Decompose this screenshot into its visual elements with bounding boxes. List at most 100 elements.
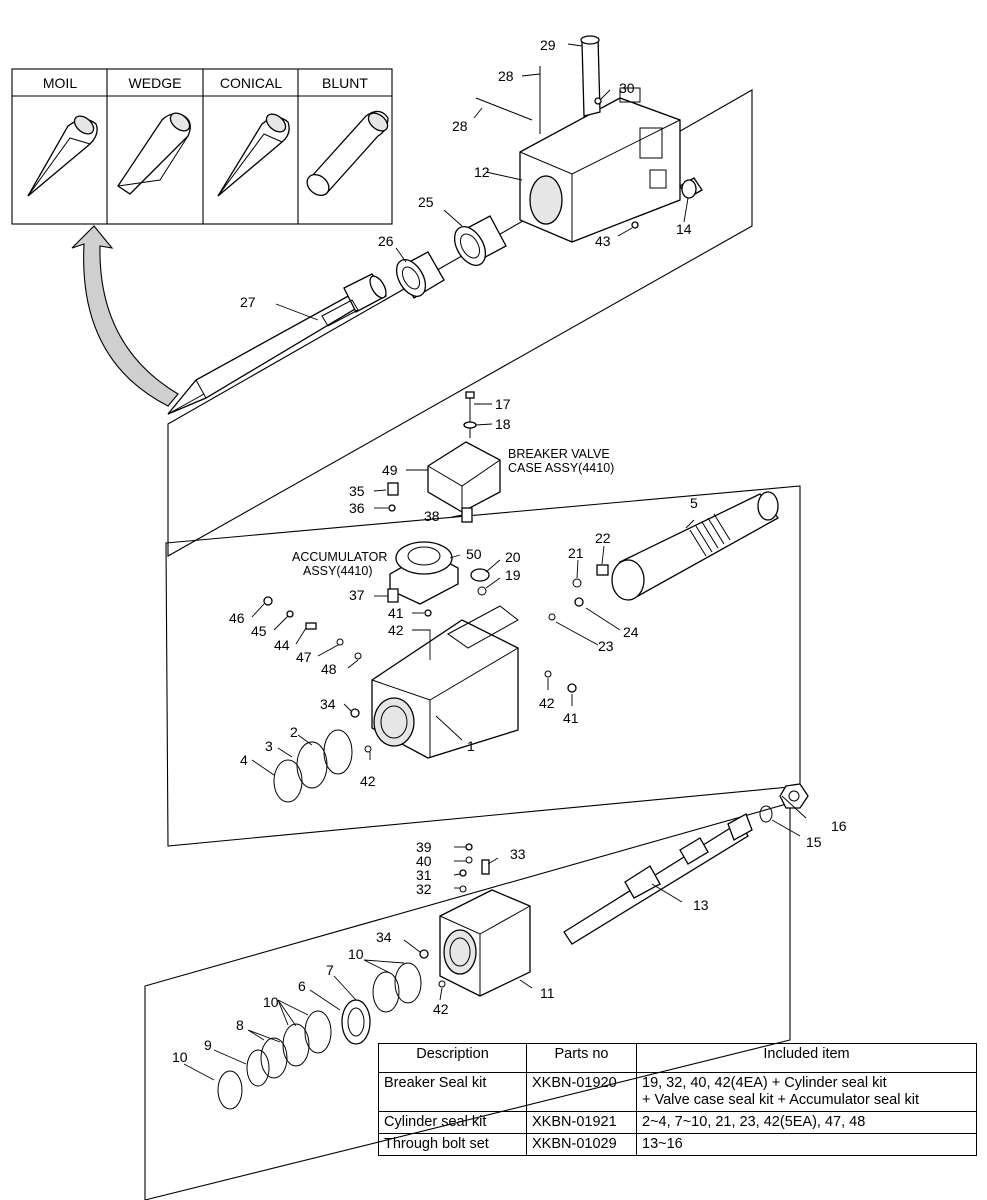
row-parts-no: XKBN-01920 — [526, 1072, 637, 1112]
valve-case-assy-part — [427, 391, 501, 513]
back-head-seals-part — [217, 962, 422, 1110]
row-included-line: + Valve case seal kit + Accumulator seal… — [642, 1092, 919, 1108]
callout-8: 8 — [236, 1017, 244, 1033]
pins-part — [475, 35, 602, 134]
wedge-tip-icon — [117, 112, 191, 195]
header-included-item: Included item — [636, 1043, 977, 1073]
tip-label-moil: MOIL — [43, 75, 77, 91]
callout-17: 17 — [495, 396, 511, 412]
blunt-tip-icon — [306, 110, 389, 196]
callout-4: 4 — [240, 752, 248, 768]
callout-32: 32 — [416, 881, 432, 897]
callout-44: 44 — [274, 637, 290, 653]
row-parts-no: XKBN-01921 — [526, 1111, 637, 1134]
callout-19: 19 — [505, 567, 521, 583]
callout-42c: 42 — [360, 773, 376, 789]
callout-43: 43 — [595, 233, 611, 249]
callout-34a: 34 — [320, 696, 336, 712]
callout-47: 47 — [296, 649, 312, 665]
callout-30: 30 — [619, 80, 635, 96]
front-head-group — [167, 35, 753, 557]
callout-28b: 28 — [452, 118, 468, 134]
moil-tip-icon — [27, 115, 98, 197]
accumulator-assy-part — [389, 541, 459, 605]
callout-38: 38 — [424, 508, 440, 524]
table-row: Breaker Seal kit XKBN-01920 19, 32, 40, … — [378, 1072, 977, 1112]
tip-label-wedge: WEDGE — [129, 75, 182, 91]
tip-arrow-icon — [71, 225, 179, 407]
accumulator-label-line1: ACCUMULATOR — [292, 550, 387, 564]
row-description: Breaker Seal kit — [378, 1072, 527, 1112]
conical-tip-icon — [217, 113, 290, 197]
callout-1: 1 — [467, 738, 475, 754]
callout-3: 3 — [265, 738, 273, 754]
callout-16: 16 — [831, 818, 847, 834]
callout-21: 21 — [568, 545, 584, 561]
leader-lines — [183, 43, 807, 1081]
callout-34b: 34 — [376, 929, 392, 945]
callout-6: 6 — [298, 978, 306, 994]
tip-label-conical: CONICAL — [220, 75, 282, 91]
callout-37: 37 — [349, 587, 365, 603]
callout-46: 46 — [229, 610, 245, 626]
cylinder-seal-rings-part — [273, 729, 353, 803]
row-description: Through bolt set — [378, 1133, 527, 1156]
callout-48: 48 — [321, 661, 337, 677]
table-header-row: Description Parts no Included item — [378, 1043, 977, 1073]
bushing-part — [453, 215, 507, 266]
callout-36: 36 — [349, 500, 365, 516]
row-included: 2~4, 7~10, 21, 23, 42(5EA), 47, 48 — [636, 1111, 977, 1134]
row-included-line: 2~4, 7~10, 21, 23, 42(5EA), 47, 48 — [642, 1114, 866, 1130]
callout-42d: 42 — [433, 1001, 449, 1017]
callout-13: 13 — [693, 897, 709, 913]
part-callouts: 27 26 25 12 28 28 29 30 14 43 17 18 49 3… — [172, 37, 847, 1065]
tip-types-panel: MOIL WEDGE CONICAL BLUNT — [11, 68, 393, 225]
callout-42b: 42 — [539, 695, 555, 711]
callout-5: 5 — [690, 495, 698, 511]
callout-9: 9 — [204, 1037, 212, 1053]
assembly-labels: BREAKER VALVE CASE ASSY(4410) ACCUMULATO… — [292, 447, 614, 578]
callout-20: 20 — [505, 549, 521, 565]
cylinder-group — [165, 391, 801, 847]
callout-35: 35 — [349, 483, 365, 499]
callout-42a: 42 — [388, 622, 404, 638]
side-bushing-part — [679, 177, 703, 199]
accumulator-label-line2: ASSY(4410) — [303, 564, 372, 578]
callout-27: 27 — [240, 294, 256, 310]
valve-case-label-line1: BREAKER VALVE — [508, 447, 610, 461]
callout-12: 12 — [474, 164, 490, 180]
callout-41b: 41 — [563, 710, 579, 726]
through-bolt-part — [563, 813, 753, 945]
callout-10c: 10 — [172, 1049, 188, 1065]
row-included: 13~16 — [636, 1133, 977, 1156]
table-row: Through bolt set XKBN-01029 13~16 — [378, 1133, 977, 1156]
callout-33: 33 — [510, 846, 526, 862]
row-included-line: 13~16 — [642, 1136, 683, 1152]
callout-41a: 41 — [388, 605, 404, 621]
callout-14: 14 — [676, 221, 692, 237]
row-included-line: 19, 32, 40, 42(4EA) + Cylinder seal kit — [642, 1075, 887, 1091]
row-parts-no: XKBN-01029 — [526, 1133, 637, 1156]
row-description: Cylinder seal kit — [378, 1111, 527, 1134]
seal-kit-table: Description Parts no Included item Break… — [378, 1043, 977, 1156]
callout-39: 39 — [416, 839, 432, 855]
back-head-block-part — [439, 889, 531, 997]
callout-18: 18 — [495, 416, 511, 432]
front-head-block-part — [519, 87, 681, 243]
callout-45: 45 — [251, 623, 267, 639]
callout-40: 40 — [416, 853, 432, 869]
callout-11: 11 — [540, 985, 555, 1001]
tip-label-blunt: BLUNT — [322, 75, 368, 91]
row-included: 19, 32, 40, 42(4EA) + Cylinder seal kit … — [636, 1072, 977, 1112]
callout-50: 50 — [466, 546, 482, 562]
chisel-part — [167, 273, 387, 415]
cylinder-block-part — [371, 605, 519, 759]
back-head-group — [144, 783, 809, 1200]
small-fittings-part — [263, 482, 609, 753]
callout-10a: 10 — [348, 946, 364, 962]
callout-23: 23 — [598, 638, 614, 654]
valve-case-label-line2: CASE ASSY(4410) — [508, 461, 614, 475]
callout-22: 22 — [595, 530, 611, 546]
callout-24: 24 — [623, 624, 639, 640]
